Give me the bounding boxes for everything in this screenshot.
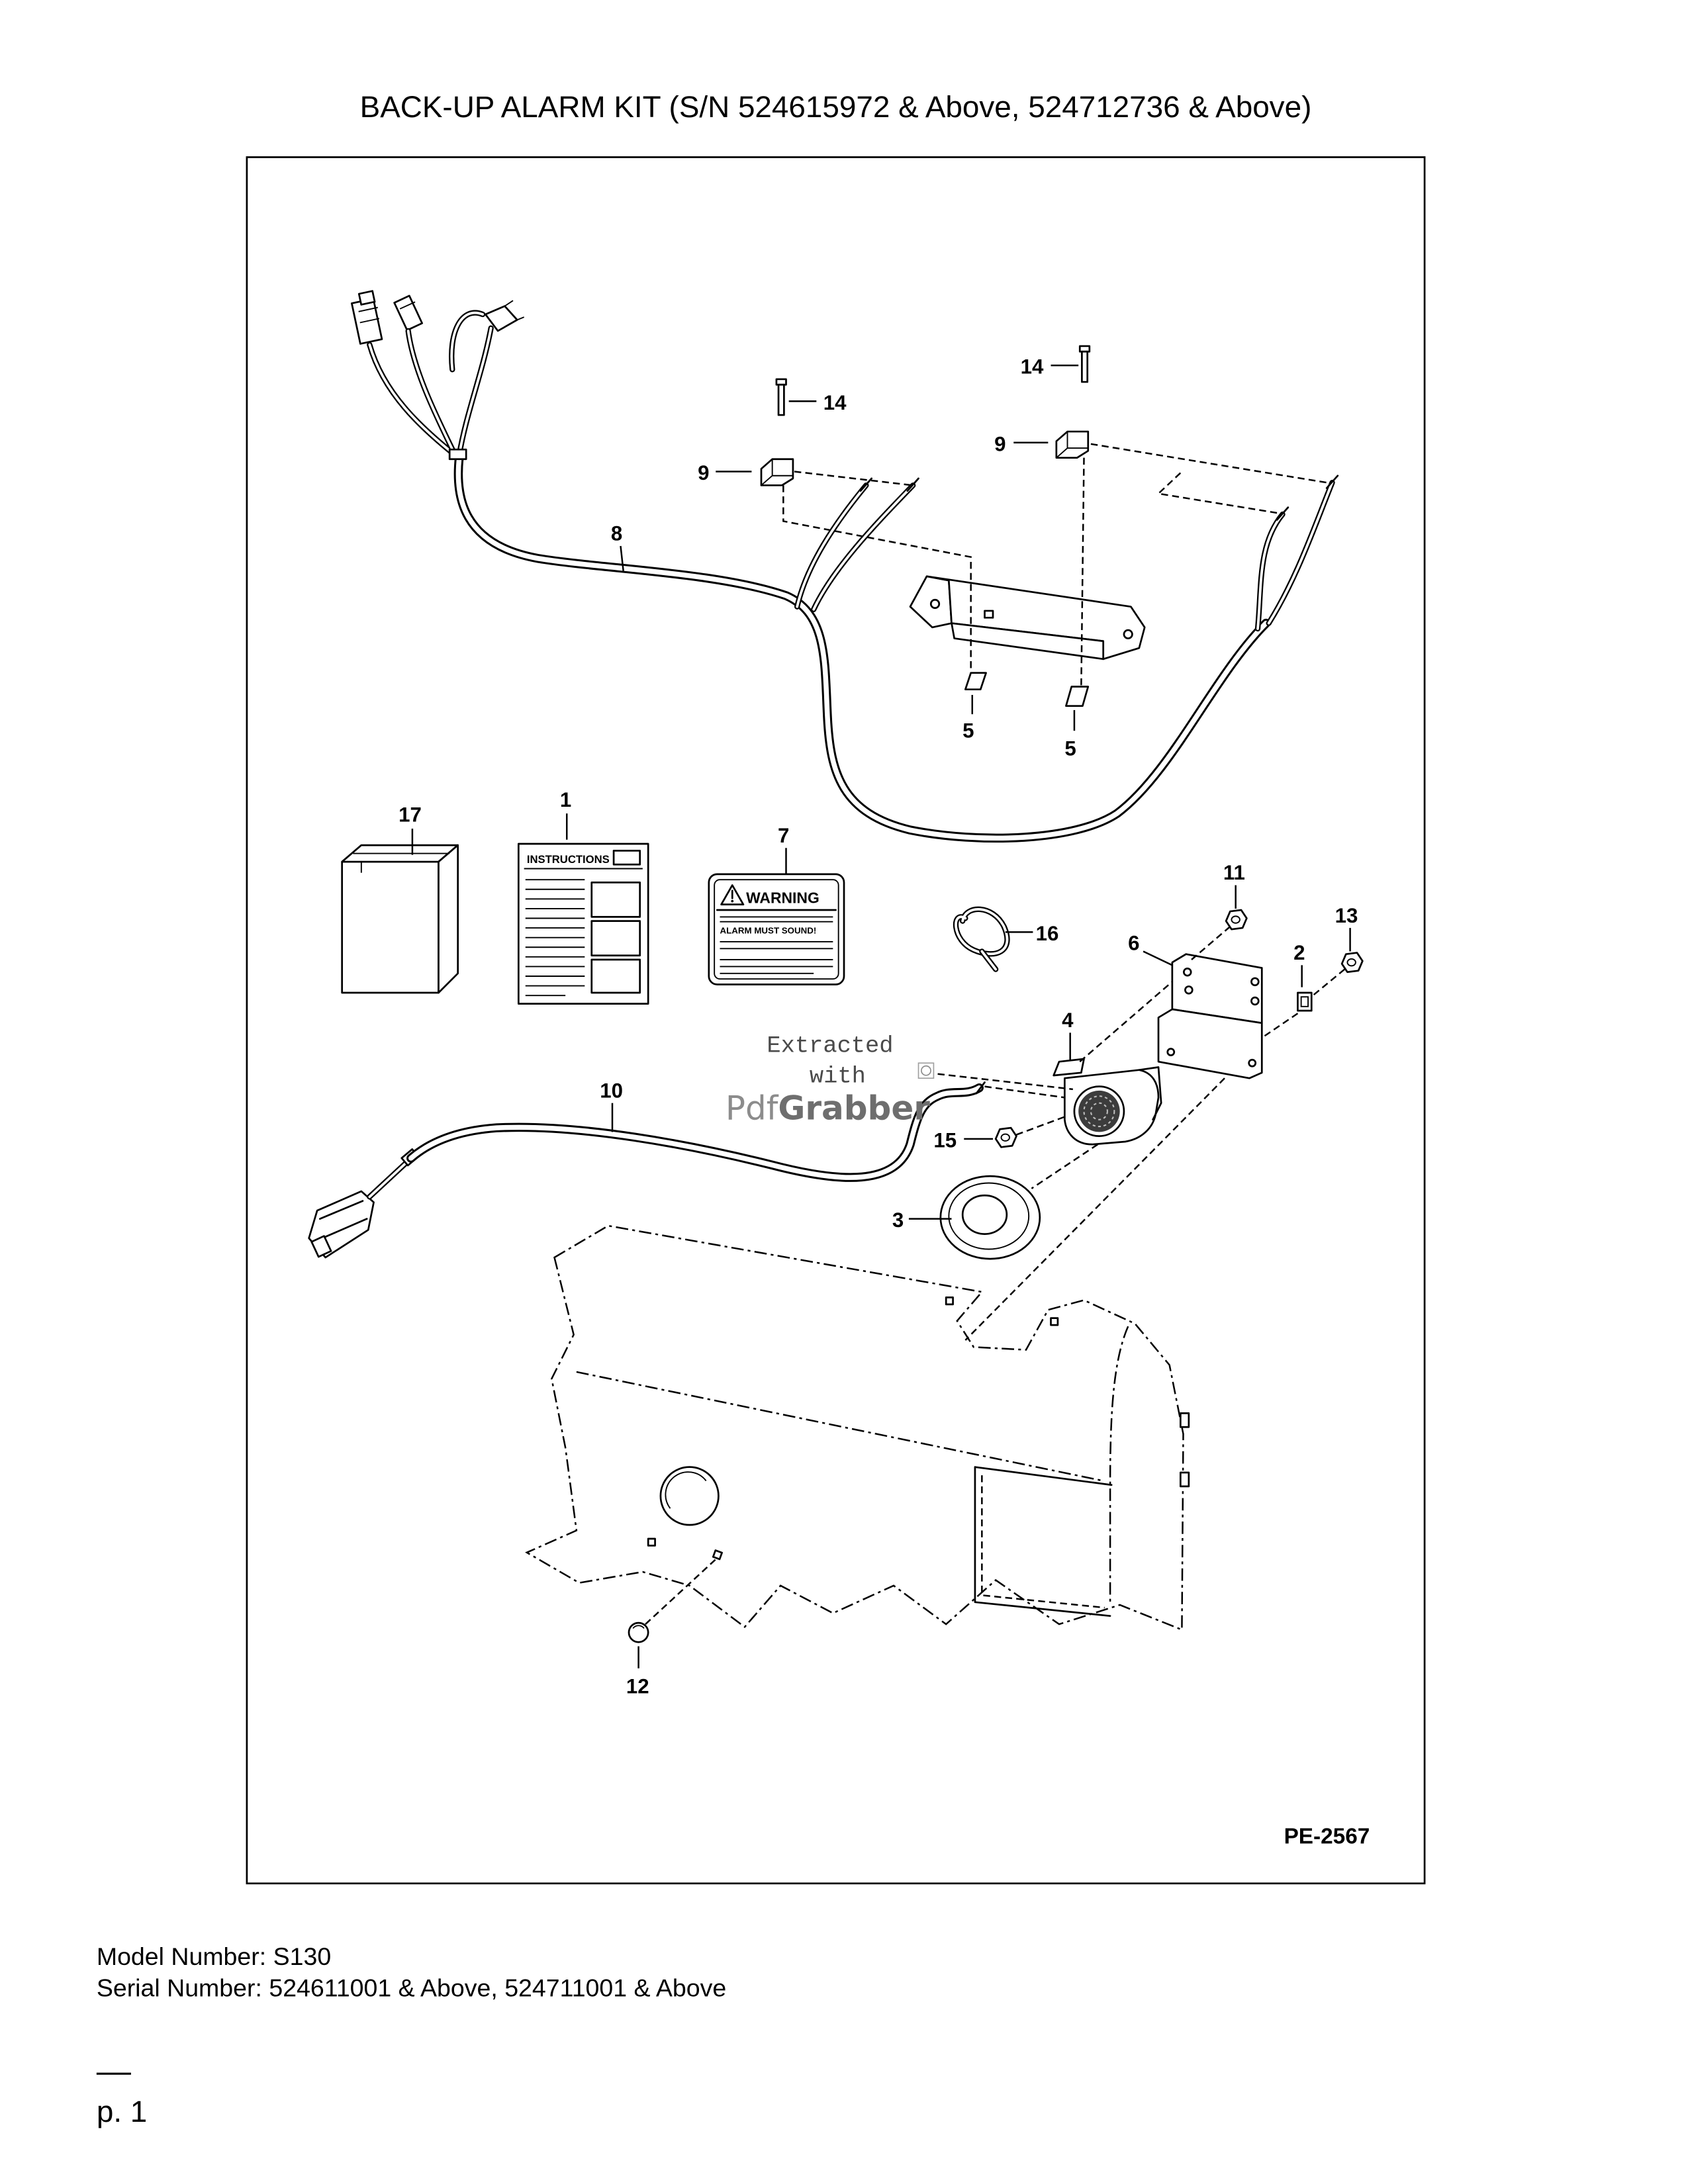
part-7-warning-decal: WARNING ALARM MUST SOUND!	[708, 873, 845, 985]
callout-leaders	[411, 364, 1351, 1668]
part-17-box	[341, 844, 459, 994]
callout-8: 8	[611, 522, 622, 545]
part-3-grommet	[939, 1175, 1041, 1260]
callout-1: 1	[560, 788, 571, 811]
watermark-brand: PdfGrabber	[726, 1089, 930, 1128]
part-2-clip-nut	[1297, 991, 1313, 1012]
harness-band	[448, 448, 467, 461]
callout-14-left: 14	[823, 391, 847, 414]
body-access-hole	[659, 1466, 720, 1526]
warning-header: WARNING	[746, 889, 820, 907]
callout-14-right: 14	[1021, 355, 1044, 379]
harness-main-cable-core	[455, 455, 1269, 841]
warning-triangle-icon	[720, 884, 745, 906]
assembly-lines-upper	[782, 443, 1327, 687]
callout-12: 12	[626, 1674, 649, 1698]
harness-connector-a	[351, 290, 383, 345]
callout-7: 7	[778, 824, 789, 847]
watermark-brand-bold: Grabber	[778, 1089, 930, 1128]
part-6-alarm-bracket	[1157, 953, 1263, 1079]
callout-labels: 14 14 9 9 8 5 5 17 1 7 11 13 6 2 16 4 10…	[399, 355, 1358, 1698]
watermark-brand-light: Pdf	[726, 1089, 779, 1128]
callout-5-right: 5	[1064, 737, 1076, 760]
page-title: BACK-UP ALARM KIT (S/N 524615972 & Above…	[360, 90, 1312, 124]
part-16-cable-tie	[953, 906, 1010, 972]
callout-6: 6	[1128, 931, 1139, 954]
part-10-alarm-harness	[308, 1081, 986, 1259]
part-9-clip-right	[1055, 430, 1090, 459]
harness-pigtail-wires	[367, 310, 494, 458]
part-5-clip-left	[964, 672, 987, 691]
instructions-header: INSTRUCTIONS	[527, 853, 610, 866]
warning-message: ALARM MUST SOUND!	[720, 925, 817, 935]
diagram-frame	[246, 156, 1426, 1885]
part-11-nut	[1225, 909, 1248, 931]
part-14-bolt-left	[775, 378, 787, 416]
part-1-instructions-sheet: INSTRUCTIONS	[517, 842, 649, 1005]
alarm-speaker-grille	[1073, 1085, 1125, 1138]
watermark-line-2: with	[810, 1063, 866, 1089]
watermark-globe-icon	[917, 1062, 935, 1079]
harness-mount-bracket	[909, 575, 1146, 660]
callout-5-left: 5	[962, 719, 974, 743]
callout-13: 13	[1335, 904, 1358, 927]
drawing-number: PE-2567	[1284, 1824, 1370, 1848]
page-number: p. 1	[97, 2095, 147, 2128]
callout-11: 11	[1223, 861, 1245, 884]
harness-connector-c	[484, 300, 525, 332]
callout-16: 16	[1036, 922, 1059, 945]
part-5-clip-right	[1065, 686, 1090, 707]
machine-body-phantom	[525, 1224, 1190, 1631]
alarm-harness-cable-core	[408, 1085, 982, 1180]
watermark-line-1: Extracted	[767, 1033, 893, 1060]
model-number: Model Number: S130	[97, 1942, 331, 1970]
part-4-backup-alarm	[1053, 1058, 1162, 1146]
callout-4: 4	[1062, 1009, 1074, 1032]
callout-10: 10	[600, 1079, 623, 1102]
part-15-nut	[994, 1126, 1017, 1148]
serial-number: Serial Number: 524611001 & Above, 524711…	[97, 1974, 726, 2002]
callout-2: 2	[1293, 941, 1305, 964]
harness-left-branch-wires	[794, 477, 919, 612]
part-9-clip-left	[760, 458, 794, 486]
callout-9-right: 9	[994, 432, 1006, 455]
callout-17: 17	[399, 803, 422, 827]
part-14-bolt-right	[1078, 345, 1091, 383]
assembly-lines-lower	[645, 926, 1346, 1625]
part-12-hole-plug	[628, 1621, 649, 1643]
pdfgrabber-watermark: Extracted with PdfGrabber	[726, 1033, 935, 1128]
callout-15: 15	[933, 1128, 957, 1152]
alarm-harness-connector	[308, 1148, 420, 1259]
callout-3: 3	[892, 1208, 904, 1232]
harness-right-branch-wires	[1254, 475, 1339, 632]
harness-connector-b	[393, 295, 424, 332]
callout-9-left: 9	[698, 461, 709, 484]
part-13-nut	[1340, 952, 1364, 974]
part-8-wire-harness	[351, 290, 1339, 843]
